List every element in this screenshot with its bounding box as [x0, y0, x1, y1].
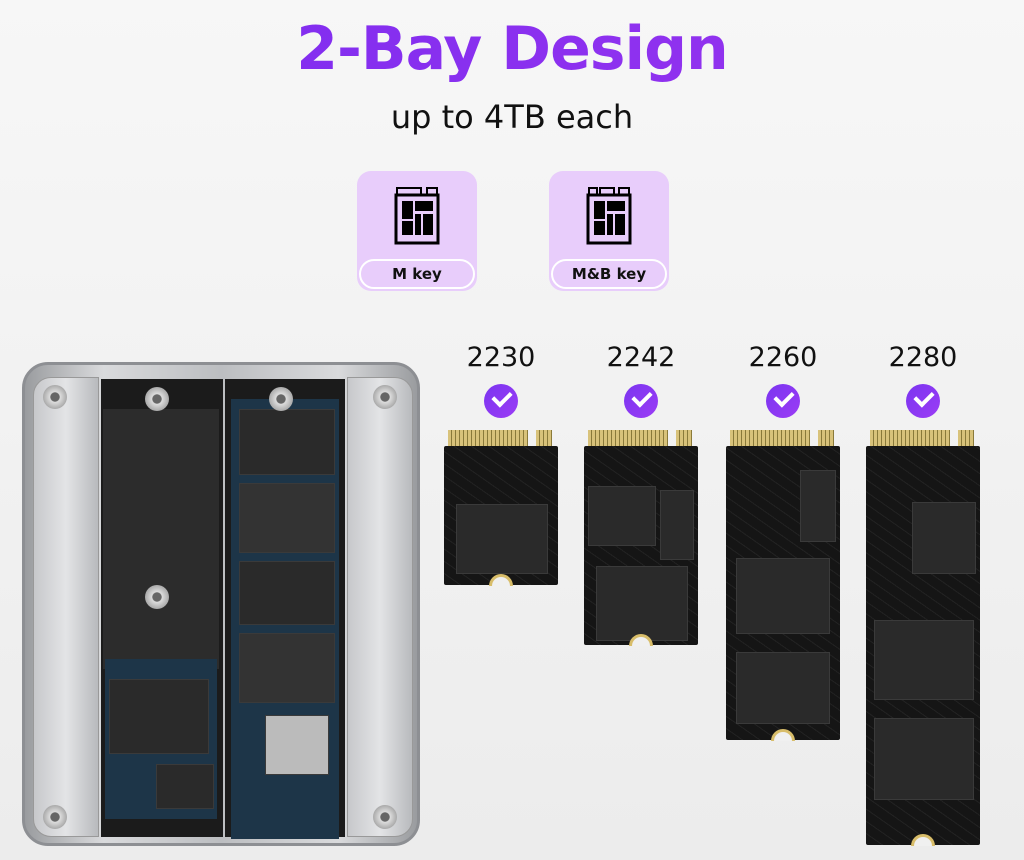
chip	[588, 486, 656, 546]
mb-key-label: M&B key	[551, 259, 667, 289]
m2-ssd-icon	[394, 187, 440, 245]
screw	[43, 385, 67, 409]
chip	[456, 504, 548, 574]
screw	[145, 387, 169, 411]
chip	[239, 633, 335, 703]
m-key-badge: M key	[357, 171, 477, 291]
check-icon	[766, 384, 800, 418]
chip	[239, 483, 335, 553]
ssd-2242	[584, 430, 698, 646]
ssd-2260	[726, 430, 840, 741]
right-rail	[347, 377, 413, 837]
mb-key-badge: M&B key	[549, 171, 669, 291]
left-rail	[33, 377, 99, 837]
chip	[239, 409, 335, 475]
controller-chip	[265, 715, 329, 775]
chip	[660, 490, 694, 560]
bay-1	[101, 379, 223, 837]
chip	[736, 558, 830, 634]
screw	[43, 805, 67, 829]
ssd-2280	[866, 430, 980, 846]
subheadline: up to 4TB each	[390, 98, 634, 136]
size-label-2230: 2230	[466, 342, 536, 373]
screw	[373, 385, 397, 409]
mount-notch	[629, 634, 653, 646]
check-icon	[624, 384, 658, 418]
size-label-2260: 2260	[748, 342, 818, 373]
chip	[874, 620, 974, 700]
check-icon	[906, 384, 940, 418]
mount-notch	[911, 834, 935, 846]
chip	[156, 764, 214, 809]
enclosure-image	[22, 362, 420, 846]
size-label-2242: 2242	[606, 342, 676, 373]
screw	[269, 387, 293, 411]
chip	[912, 502, 976, 574]
bay-1-board	[103, 409, 219, 669]
chip	[239, 561, 335, 625]
chip	[800, 470, 836, 542]
bay-2	[225, 379, 345, 839]
chip	[736, 652, 830, 724]
mount-notch	[771, 729, 795, 741]
mount-notch	[489, 574, 513, 586]
screw	[145, 585, 169, 609]
screw	[373, 805, 397, 829]
headline: 2-Bay Design	[0, 14, 1024, 84]
ssd-2230	[444, 430, 558, 586]
size-label-2280: 2280	[888, 342, 958, 373]
chip	[109, 679, 209, 754]
check-icon	[484, 384, 518, 418]
chip	[596, 566, 688, 641]
m2-ssd-icon	[586, 187, 632, 245]
chip	[874, 718, 974, 800]
m-key-label: M key	[359, 259, 475, 289]
